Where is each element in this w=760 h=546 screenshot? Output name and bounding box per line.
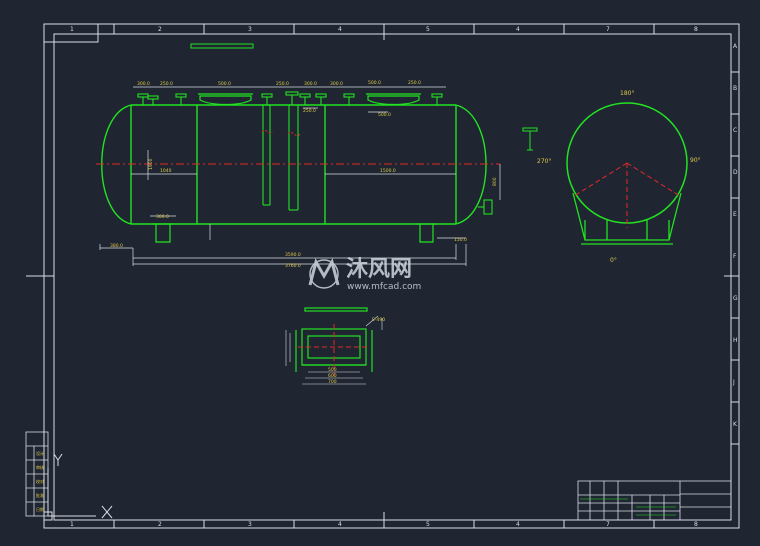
left-strip-2: 校对: [36, 478, 44, 484]
dim-top-2: 500.0: [218, 81, 231, 87]
side-nozzle: [478, 199, 493, 215]
angle-left: 270°: [537, 158, 551, 165]
dim-vertical-mid: 1900: [148, 158, 154, 170]
main-dimension-lines: [99, 86, 501, 266]
zone-bottom-1: 1: [70, 521, 74, 528]
main-view[interactable]: 300.0 250.0 500.0 250.0 300.0 300.0 500.…: [96, 80, 501, 269]
dim-height-right: 800: [492, 177, 498, 186]
zone-right-F: F: [733, 253, 737, 260]
zone-right-G: G: [733, 295, 738, 302]
zone-right-H: H: [733, 337, 738, 344]
zone-right-D: D: [733, 169, 738, 176]
watermark-url: www.mfcad.com: [347, 282, 421, 292]
zone-bottom-5: 5: [426, 521, 430, 528]
zone-top-7: 7: [606, 26, 610, 33]
pipe-break-marks: [261, 129, 301, 137]
dim-left-end: 380.0: [110, 243, 123, 249]
title-block: [577, 480, 732, 521]
angle-top: 180°: [620, 90, 634, 97]
right-zone-labels: A B C D E F G H J K: [732, 43, 738, 428]
zone-top-6: 4: [516, 26, 520, 33]
watermark-brand: 沐风网: [346, 257, 412, 282]
left-strip-3: 批准: [36, 492, 44, 498]
zone-right-J: J: [732, 379, 735, 386]
ucs-axis-icon: [43, 453, 113, 521]
zone-right-B: B: [733, 85, 737, 92]
dim-top-3: 250.0: [276, 81, 289, 87]
dim-top-5: 300.0: [330, 81, 343, 87]
detail-dim-1: 600: [328, 373, 337, 379]
top-nozzles: [137, 91, 443, 105]
watermark: 沐风网 www.mfcad.com: [308, 257, 421, 292]
detail-dimension-texts: 500 600 700 E-490: [328, 317, 385, 385]
manholes: [198, 93, 421, 106]
dim-right-end: 150.0: [454, 237, 467, 243]
detail-dimension-lines: [285, 315, 383, 385]
dim-top-1: 250.0: [160, 81, 173, 87]
zone-bottom-3: 3: [248, 521, 252, 528]
watermark-logo-icon: [308, 258, 340, 289]
main-dimension-texts: 300.0 250.0 500.0 250.0 300.0 300.0 500.…: [110, 80, 498, 269]
zone-right-E: E: [733, 211, 737, 218]
top-left-box: [43, 23, 99, 43]
zone-top-1: 1: [70, 26, 74, 33]
angle-right: 90°: [690, 157, 701, 164]
bottom-zone-labels: 1 2 3 4 5 4 7 8: [70, 521, 698, 528]
internal-pipes: [262, 105, 299, 211]
dim-inner-span: 1500.0: [380, 168, 396, 174]
detail-center: [298, 324, 370, 376]
dim-top-4: 300.0: [304, 81, 317, 87]
zone-bottom-6: 4: [516, 521, 520, 528]
dim-top-0: 300.0: [137, 81, 150, 87]
dim-inner-top: 250.0: [303, 108, 316, 114]
left-strip-1: 审核: [36, 464, 44, 470]
drawing-frame: [26, 23, 740, 529]
flange-detail: [522, 127, 538, 151]
left-strip-0: 设计: [36, 450, 44, 456]
dim-lower: 3760.0: [285, 263, 301, 269]
dim-top-6: 500.0: [368, 80, 381, 86]
zone-right-K: K: [733, 421, 738, 428]
end-view[interactable]: 180° 270° 90° 0°: [537, 90, 701, 264]
left-title-strip: 设计 审核 校对 批准 日期: [25, 431, 49, 517]
dim-manhole-2: 500.0: [378, 112, 391, 118]
zone-top-8: 8: [694, 26, 698, 33]
zone-top-2: 2: [158, 26, 162, 33]
title-bar: [190, 43, 254, 49]
detail-label-top: E-490: [372, 317, 385, 323]
dim-overall: 3590.0: [285, 252, 301, 258]
zone-top-3: 3: [248, 26, 252, 33]
end-view-centerlines: [573, 162, 681, 228]
title-block-fill: [580, 498, 676, 516]
dim-short-span: 1040: [160, 168, 172, 174]
zone-top-5: 5: [426, 26, 430, 33]
end-view-saddle: [572, 192, 682, 245]
dim-saddle-gap: 300.0: [156, 214, 169, 220]
end-view-angles: 180° 270° 90° 0°: [537, 90, 701, 264]
inner-border: [53, 33, 732, 521]
zone-bottom-8: 8: [694, 521, 698, 528]
top-zone-labels: 1 2 3 4 5 4 7 8: [70, 26, 698, 33]
section-detail-view[interactable]: 500 600 700 E-490: [285, 307, 385, 385]
zone-bottom-2: 2: [158, 521, 162, 528]
zone-bottom-4: 4: [338, 521, 342, 528]
zone-right-A: A: [733, 43, 738, 50]
zone-right-C: C: [733, 127, 737, 134]
saddle-supports: [152, 223, 437, 243]
left-strip-4: 日期: [36, 506, 44, 512]
zone-top-4: 4: [338, 26, 342, 33]
angle-bottom: 0°: [610, 257, 617, 264]
dim-top-7: 250.0: [408, 80, 421, 86]
detail-dim-2: 700: [328, 379, 337, 385]
detail-dim-0: 500: [328, 367, 337, 373]
zone-bottom-7: 7: [606, 521, 610, 528]
